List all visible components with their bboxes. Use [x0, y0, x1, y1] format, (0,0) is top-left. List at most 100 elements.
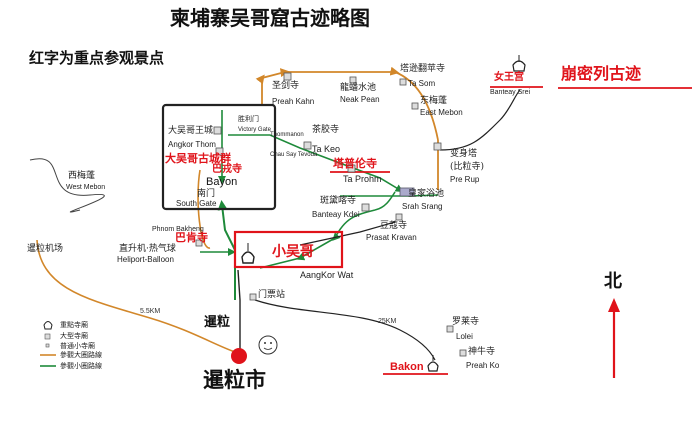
banteay-kdei-label-en: Banteay Kdei	[312, 210, 360, 219]
pre-rup-label-en: Pre Rup	[450, 175, 480, 184]
siem-reap-city-label: 暹粒市	[203, 368, 266, 392]
legend-item-small-circuit: 參觀小圈路線	[60, 362, 102, 370]
west-mebon-label: 西梅蓬	[68, 171, 96, 181]
ta-som-marker	[399, 78, 407, 86]
prasat-kravan-marker	[395, 213, 403, 221]
airport-label: 暹粒机场	[27, 244, 64, 254]
west-baray-road	[29, 158, 105, 213]
neak-pean-label: 龍蟠水池	[340, 83, 377, 93]
banteay-kdei-label: 斑黛喀寺	[320, 196, 357, 206]
ticket-office-label: 门票站	[258, 290, 286, 300]
banteay-kdei-marker	[361, 203, 370, 212]
preah-kahn-marker	[283, 72, 292, 81]
heliport-label-en: Heliport-Balloon	[117, 255, 174, 264]
prasat-kravan-label-en: Prasat Kravan	[366, 233, 417, 242]
neak-pean-label-en: Neak Pean	[340, 95, 380, 104]
srah-srang-road	[299, 221, 396, 246]
south-gate-label: 南门	[197, 189, 216, 199]
beng-mealea-label: 崩密列古迹	[561, 64, 642, 83]
banteay-srei-label-en: Banteay Srei	[490, 89, 531, 96]
preah-kahn-label: 圣剑寺	[272, 81, 300, 91]
banteay-srei-label: 女王宫	[494, 72, 524, 83]
ticket-marker	[249, 293, 257, 301]
ta-som-label-en: Ta Som	[408, 79, 436, 88]
phnom-bakheng-label-en: Phnom Bakheng	[152, 226, 204, 233]
chau-say-label: Chau Say Tevoda	[270, 152, 318, 158]
small-circuit-route	[217, 200, 236, 300]
angkor-wat-label-en: AangKor Wat	[300, 270, 354, 280]
preah-kahn-label-en: Preah Kahn	[272, 97, 315, 106]
legend-item-large-temple: 大型寺廟	[60, 332, 88, 340]
east-mebon-label: 东梅蓬	[420, 96, 448, 106]
banteay-srei-road	[439, 89, 521, 151]
siem-reap-small-label: 暹粒	[204, 315, 231, 330]
big-circuit-route-3	[197, 169, 211, 249]
ta-keo-label: 茶胶寺	[312, 125, 340, 135]
bayon-highlight: 巴戎寺	[212, 164, 242, 175]
victory-gate-label-en: Victory Gate	[238, 127, 271, 133]
small-circuit-route-4	[374, 191, 396, 211]
angkor-thom-wall	[161, 103, 277, 211]
pre-rup-marker	[433, 142, 442, 151]
heliport-label: 直升机·热气球	[119, 244, 176, 254]
west-mebon-label-en: West Mebon	[66, 184, 106, 191]
smiley-icon	[258, 335, 278, 355]
ta-prohm-marker	[347, 164, 356, 173]
north-label: 北	[604, 271, 622, 292]
angkor-thom-highlight: 大吴哥古城群	[165, 152, 231, 165]
ta-som-label: 塔逊翻苹寺	[400, 64, 446, 74]
small-circuit-route-3	[228, 134, 404, 193]
ta-keo-marker	[303, 141, 312, 150]
rolous-label: 罗莱寺	[452, 317, 480, 327]
bayon-marker	[215, 147, 224, 156]
legend-item-small-temple: 普通小寺廟	[60, 342, 95, 350]
pre-rup-label-2: (比粒寺)	[450, 162, 485, 172]
ta-prohm-label-en: Ta Prohm	[343, 174, 382, 184]
angkor-wat-highlight: 小吴哥	[272, 244, 314, 260]
pre-rup-label: 变身塔	[450, 149, 478, 159]
south-gate-label-en: South Gate	[176, 199, 217, 208]
phnom-bakheng-highlight: 巴肯寺	[175, 231, 208, 244]
heliport-marker	[195, 239, 203, 247]
thommanon-label: Thommanon	[270, 132, 304, 138]
srah-srang-marker	[399, 187, 415, 197]
prasat-kravan-label: 豆蔻寺	[380, 221, 408, 231]
east-mebon-marker	[411, 102, 419, 110]
rolous-marker	[446, 325, 454, 333]
ta-prohm-highlight: 塔普伦寺	[333, 157, 377, 170]
bayon-label-en: Bayon	[206, 176, 238, 188]
airport-road	[36, 239, 236, 353]
bakong-temple-icon	[427, 355, 439, 372]
angkor-thom-marker	[213, 126, 222, 135]
rolous-road	[254, 299, 436, 361]
angkor-wat-temple-icon	[241, 243, 255, 264]
angkor-thom-label-en: Angkor Thom	[168, 140, 216, 149]
airport-distance: 5.5KM	[140, 308, 161, 315]
preah-ko-label-en: Preah Ko	[466, 361, 500, 370]
bakong-highlight: Bakon	[390, 361, 424, 373]
legend-item-key-temple: 重點寺廟	[60, 321, 88, 329]
map-subtitle: 红字为重点参观景点	[29, 49, 165, 67]
neak-pean-marker	[349, 76, 357, 84]
victory-gate-label: 胜利门	[238, 115, 259, 123]
big-circuit-route	[255, 66, 439, 141]
preah-ko-marker	[459, 349, 467, 357]
map-title: 柬埔寨吴哥窟古迹略图	[170, 6, 370, 30]
main-road	[237, 269, 241, 355]
rolous-distance: 25KM	[378, 318, 397, 325]
rolous-label-en: Lolei	[456, 332, 473, 341]
banteay-srei-temple-icon	[512, 55, 526, 72]
angkor-thom-label: 大吴哥王城	[168, 126, 214, 136]
north-arrow	[608, 298, 620, 378]
srah-srang-label: 皇家浴池	[408, 189, 445, 199]
srah-srang-label-en: Srah Srang	[402, 202, 443, 211]
ta-keo-label-en: Ta Keo	[312, 144, 341, 154]
siem-reap-city-dot	[231, 348, 247, 364]
preah-ko-label: 神牛寺	[468, 347, 496, 357]
legend-symbols	[40, 321, 56, 367]
legend-item-big-circuit: 參觀大圈路線	[60, 351, 102, 359]
east-mebon-label-en: East Mebon	[420, 108, 463, 117]
angkor-wat-box	[233, 230, 344, 269]
